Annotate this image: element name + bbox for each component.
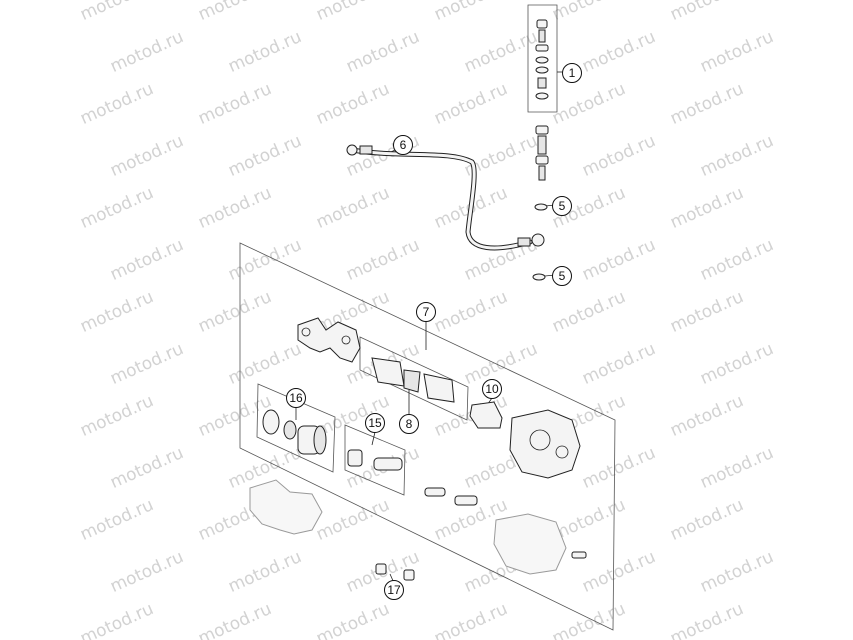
piston-kit — [262, 409, 327, 455]
seal-kit-frame — [344, 424, 406, 496]
caliper-bracket-lower — [249, 479, 323, 535]
pad-spring — [469, 401, 503, 429]
callout-16: 16 — [286, 388, 306, 408]
caliper-body-lower — [493, 513, 567, 575]
callout-1: 1 — [562, 63, 582, 83]
callout-17: 17 — [384, 580, 404, 600]
assembly-frame — [239, 242, 616, 631]
screw-17b — [403, 569, 415, 581]
guide-pins — [424, 487, 478, 506]
brake-pads — [371, 357, 455, 403]
callout-7: 7 — [416, 302, 436, 322]
callout-10: 10 — [482, 379, 502, 399]
washer-lower — [532, 273, 546, 281]
callout-6: 6 — [393, 135, 413, 155]
screw — [571, 551, 587, 559]
pad-kit-frame — [359, 336, 469, 421]
brake-line — [346, 144, 545, 251]
banjo-bolt — [535, 125, 549, 181]
caliper-bracket-upper — [297, 317, 361, 363]
washer-upper — [534, 203, 548, 211]
screw-17a — [375, 563, 387, 575]
caliper-body — [509, 409, 581, 479]
callout-8: 8 — [399, 414, 419, 434]
callout-5-lower: 5 — [552, 266, 572, 286]
callout-5-upper: 5 — [552, 196, 572, 216]
piston-kit-frame — [256, 383, 336, 473]
bleeder-kit-frame — [527, 4, 558, 113]
bleeder-kit — [535, 19, 549, 100]
callout-15: 15 — [365, 413, 385, 433]
seal-kit — [347, 449, 403, 471]
